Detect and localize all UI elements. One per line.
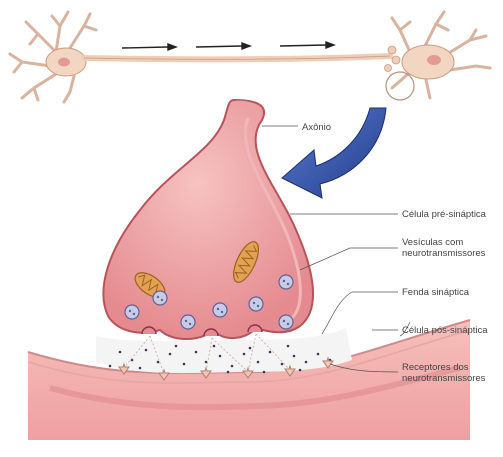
vesicles-label-line2: neurotransmissores bbox=[402, 248, 486, 259]
nucleus-left bbox=[58, 58, 70, 67]
axon-label: Axônio bbox=[302, 122, 331, 133]
postsynaptic-label: Célula pós-sináptica bbox=[402, 325, 488, 336]
receptors-label-line1: Receptores dos bbox=[402, 362, 469, 373]
presynaptic-label: Célula pré-sináptica bbox=[402, 209, 487, 220]
cleft-label: Fenda sináptica bbox=[402, 287, 470, 298]
right-arrow-icon bbox=[122, 42, 334, 50]
neuron-overview bbox=[10, 12, 490, 102]
curved-arrow-icon bbox=[282, 108, 386, 198]
receptors-label-line2: neurotransmissores bbox=[402, 373, 486, 384]
presynaptic-terminal bbox=[103, 100, 313, 339]
nucleus-right bbox=[427, 55, 441, 65]
vesicles-label-line1: Vesículas com bbox=[402, 237, 463, 248]
zoom-circle bbox=[386, 72, 414, 100]
